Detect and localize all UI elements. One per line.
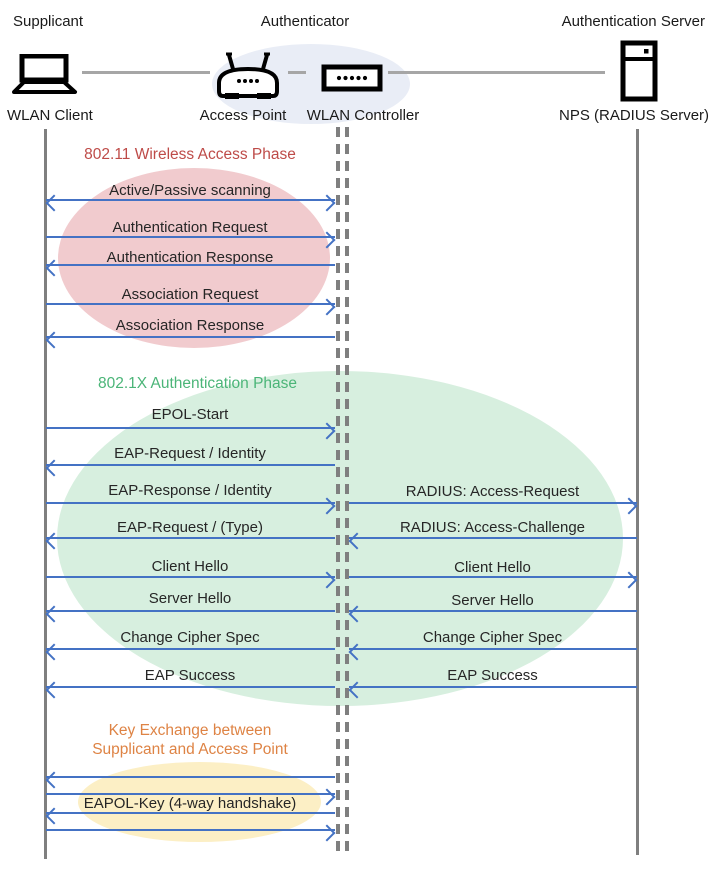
message-label: Server Hello — [451, 592, 534, 609]
message-arrow — [45, 259, 335, 277]
message-label: EAP-Request / (Type) — [117, 519, 263, 536]
node-label-wlan-controller: WLAN Controller — [306, 107, 420, 124]
message-arrow — [45, 194, 336, 212]
message-label: EAP Success — [447, 667, 538, 684]
wlan-controller-icon — [321, 64, 383, 92]
server-icon — [620, 40, 658, 102]
message-label: EAP-Request / Identity — [114, 445, 266, 462]
message-label: Change Cipher Spec — [120, 629, 260, 646]
phase-ellipse-key-exchange — [78, 762, 321, 842]
message-label: Authentication Response — [106, 249, 274, 266]
role-label-supplicant: Supplicant — [13, 13, 84, 30]
message-arrow — [348, 605, 637, 623]
message-label: Association Response — [115, 317, 265, 334]
node-label-access-point: Access Point — [199, 107, 287, 124]
message-label: RADIUS: Access-Request — [405, 483, 580, 500]
message-arrow — [46, 231, 336, 249]
message-arrow — [45, 532, 335, 550]
message-arrow — [46, 298, 336, 316]
message-arrow — [46, 497, 336, 515]
connector-dash-ap-controller — [288, 71, 306, 74]
message-arrow — [46, 422, 336, 440]
phase-title-key-exchange-line1: Key Exchange between — [108, 722, 272, 739]
message-label: EAP-Response / Identity — [108, 482, 272, 499]
message-arrow — [348, 643, 637, 661]
message-label: Association Request — [121, 286, 259, 303]
message-label: Client Hello — [151, 558, 229, 575]
message-label: EPOL-Start — [151, 406, 229, 423]
message-arrow — [348, 532, 637, 550]
message-arrow — [45, 459, 335, 477]
message-arrow — [45, 643, 335, 661]
message-arrow — [349, 497, 638, 515]
lifeline-radius-server — [636, 129, 639, 855]
lifeline-wlan-client — [44, 129, 47, 859]
lifeline-tunnel-right — [345, 127, 349, 857]
message-arrow — [348, 681, 637, 699]
message-arrow — [45, 771, 335, 789]
message-label: Server Hello — [148, 590, 232, 607]
phase-ellipse-80211-wireless-access — [58, 168, 330, 348]
message-label: RADIUS: Access-Challenge — [399, 519, 586, 536]
message-arrow — [45, 807, 335, 825]
laptop-icon — [12, 54, 77, 94]
phase-title-80211: 802.11 Wireless Access Phase — [84, 146, 296, 163]
message-arrow — [46, 571, 336, 589]
message-label: Authentication Request — [112, 219, 268, 236]
message-arrow — [45, 331, 335, 349]
message-label: EAP Success — [144, 667, 236, 684]
connector-line-client-ap — [82, 71, 210, 74]
message-arrow — [45, 681, 335, 699]
node-label-wlan-client: WLAN Client — [7, 107, 93, 124]
message-label: Active/Passive scanning — [109, 182, 271, 199]
message-arrow — [349, 571, 638, 589]
lifeline-tunnel-left — [336, 127, 340, 857]
phase-title-8021x: 802.1X Authentication Phase — [97, 375, 298, 392]
message-arrow — [45, 605, 335, 623]
node-label-nps-radius-server: NPS (RADIUS Server) — [559, 107, 710, 124]
message-label: EAPOL-Key (4-way handshake) — [83, 795, 297, 812]
message-label: Client Hello — [454, 559, 531, 576]
message-label: Change Cipher Spec — [422, 629, 563, 646]
phase-title-key-exchange-line2: Supplicant and Access Point — [92, 741, 288, 758]
role-label-authentication-server: Authentication Server — [561, 13, 705, 30]
access-point-icon — [217, 52, 279, 99]
connector-line-controller-server — [388, 71, 605, 74]
role-label-authenticator: Authenticator — [260, 13, 350, 30]
message-arrow — [46, 824, 336, 842]
message-arrow — [46, 788, 336, 806]
